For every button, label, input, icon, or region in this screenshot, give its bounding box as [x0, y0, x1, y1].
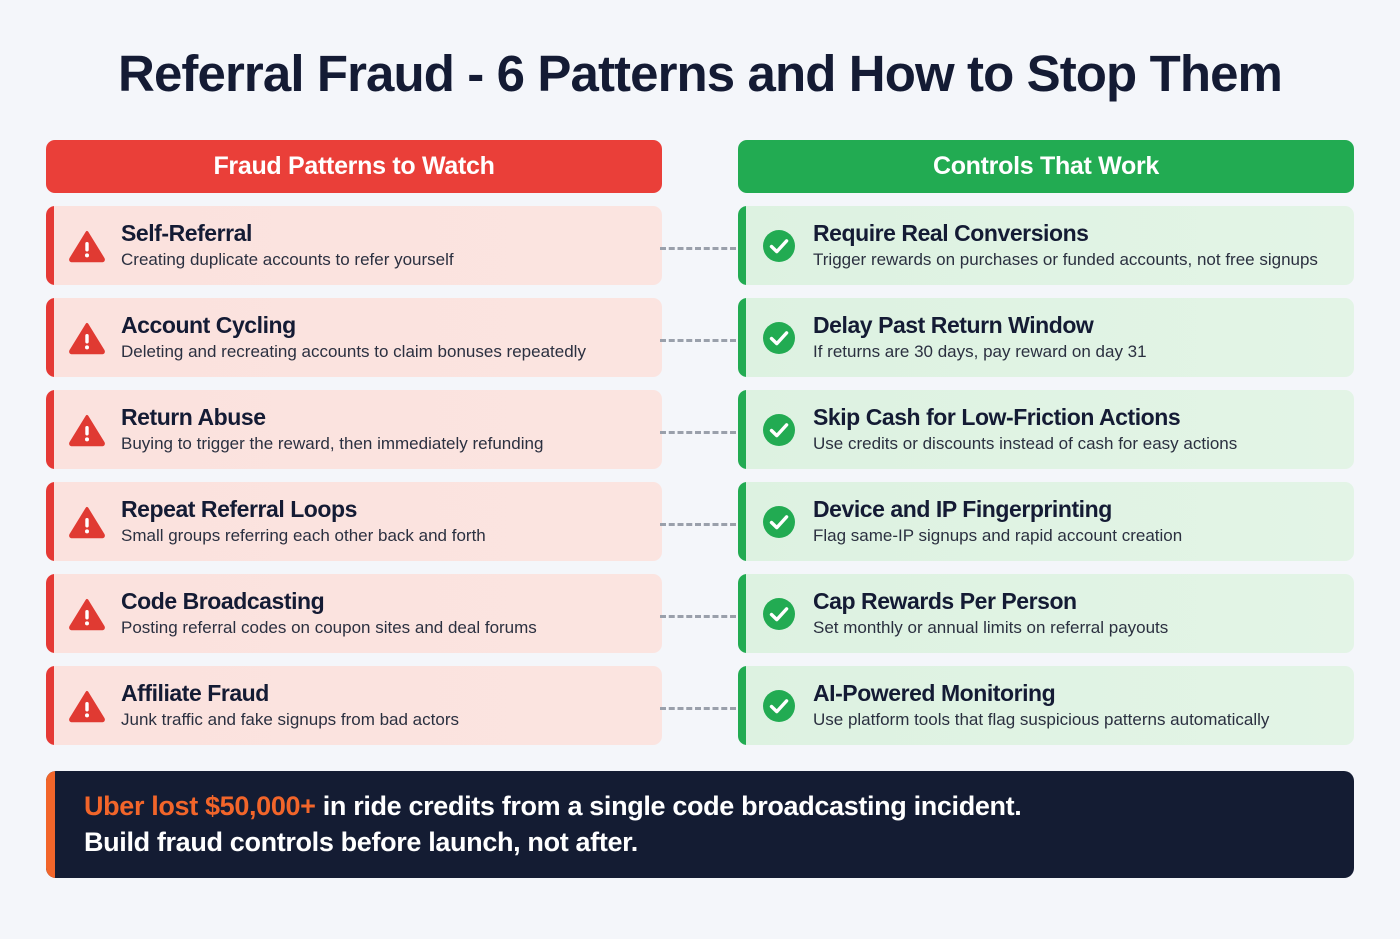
row-text: Delay Past Return Window If returns are … — [813, 312, 1147, 362]
row-description: Deleting and recreating accounts to clai… — [121, 341, 586, 361]
check-circle-icon — [760, 411, 798, 449]
control-row-4[interactable]: Device and IP Fingerprinting Flag same-I… — [738, 482, 1354, 562]
row-title: Skip Cash for Low-Friction Actions — [813, 404, 1181, 431]
row-description: Junk traffic and fake signups from bad a… — [121, 709, 459, 729]
warning-triangle-icon — [68, 411, 106, 449]
row-description: Flag same-IP signups and rapid account c… — [813, 525, 1183, 545]
row-description: Use credits or discounts instead of cash… — [813, 433, 1238, 453]
row-text: AI-Powered Monitoring Use platform tools… — [813, 680, 1269, 730]
row-title: Require Real Conversions — [813, 220, 1089, 247]
control-row-6[interactable]: AI-Powered Monitoring Use platform tools… — [738, 666, 1354, 746]
check-circle-icon — [760, 503, 798, 541]
row-accent-bar — [738, 206, 746, 286]
comparison-columns: Fraud Patterns to Watch Self-Referral Cr… — [46, 140, 1354, 746]
row-accent-bar — [738, 390, 746, 470]
fraud-patterns-column: Fraud Patterns to Watch Self-Referral Cr… — [46, 140, 662, 746]
row-title: Repeat Referral Loops — [121, 496, 357, 523]
warning-triangle-icon — [68, 595, 106, 633]
fraud-pattern-row-5[interactable]: Code Broadcasting Posting referral codes… — [46, 574, 662, 654]
row-text: Repeat Referral Loops Small groups refer… — [121, 496, 486, 546]
row-title: Affiliate Fraud — [121, 680, 269, 707]
row-description: If returns are 30 days, pay reward on da… — [813, 341, 1147, 361]
controls-column: Controls That Work Require Real Conversi… — [738, 140, 1354, 746]
control-row-1[interactable]: Require Real Conversions Trigger rewards… — [738, 206, 1354, 286]
banner-accent-bar — [46, 771, 55, 879]
row-title: Account Cycling — [121, 312, 296, 339]
banner-text: Uber lost $50,000+ in ride credits from … — [84, 789, 1022, 861]
connector-line-5 — [660, 615, 736, 619]
row-title: Device and IP Fingerprinting — [813, 496, 1112, 523]
connector-line-2 — [660, 339, 736, 343]
row-text: Cap Rewards Per Person Set monthly or an… — [813, 588, 1168, 638]
row-description: Set monthly or annual limits on referral… — [813, 617, 1169, 637]
warning-triangle-icon — [68, 227, 106, 265]
row-accent-bar — [46, 390, 54, 470]
connector-line-1 — [660, 247, 736, 251]
fraud-pattern-row-2[interactable]: Account Cycling Deleting and recreating … — [46, 298, 662, 378]
warning-triangle-icon — [68, 687, 106, 725]
row-description: Use platform tools that flag suspicious … — [813, 709, 1270, 729]
row-text: Device and IP Fingerprinting Flag same-I… — [813, 496, 1182, 546]
row-text: Self-Referral Creating duplicate account… — [121, 220, 454, 270]
row-title: Code Broadcasting — [121, 588, 325, 615]
check-circle-icon — [760, 227, 798, 265]
fraud-pattern-row-3[interactable]: Return Abuse Buying to trigger the rewar… — [46, 390, 662, 470]
row-title: AI-Powered Monitoring — [813, 680, 1056, 707]
connector-line-4 — [660, 523, 736, 527]
row-description: Creating duplicate accounts to refer you… — [121, 249, 454, 269]
row-text: Affiliate Fraud Junk traffic and fake si… — [121, 680, 459, 730]
control-row-5[interactable]: Cap Rewards Per Person Set monthly or an… — [738, 574, 1354, 654]
fraud-pattern-row-4[interactable]: Repeat Referral Loops Small groups refer… — [46, 482, 662, 562]
row-accent-bar — [738, 666, 746, 746]
row-title: Delay Past Return Window — [813, 312, 1094, 339]
banner-line-1: Uber lost $50,000+ in ride credits from … — [84, 789, 1022, 825]
row-text: Code Broadcasting Posting referral codes… — [121, 588, 537, 638]
warning-triangle-icon — [68, 503, 106, 541]
fraud-pattern-row-6[interactable]: Affiliate Fraud Junk traffic and fake si… — [46, 666, 662, 746]
row-accent-bar — [46, 206, 54, 286]
row-text: Account Cycling Deleting and recreating … — [121, 312, 586, 362]
row-accent-bar — [738, 574, 746, 654]
check-circle-icon — [760, 319, 798, 357]
callout-banner: Uber lost $50,000+ in ride credits from … — [46, 771, 1354, 879]
controls-rows: Require Real Conversions Trigger rewards… — [738, 206, 1354, 746]
row-description: Posting referral codes on coupon sites a… — [121, 617, 537, 637]
fraud-patterns-rows: Self-Referral Creating duplicate account… — [46, 206, 662, 746]
row-description: Small groups referring each other back a… — [121, 525, 486, 545]
row-description: Buying to trigger the reward, then immed… — [121, 433, 544, 453]
row-title: Return Abuse — [121, 404, 266, 431]
row-title: Cap Rewards Per Person — [813, 588, 1077, 615]
banner-line-2: Build fraud controls before launch, not … — [84, 826, 638, 857]
connector-line-3 — [660, 431, 736, 435]
check-circle-icon — [760, 595, 798, 633]
row-accent-bar — [46, 666, 54, 746]
control-row-3[interactable]: Skip Cash for Low-Friction Actions Use c… — [738, 390, 1354, 470]
row-text: Skip Cash for Low-Friction Actions Use c… — [813, 404, 1237, 454]
page-title: Referral Fraud - 6 Patterns and How to S… — [118, 45, 1283, 102]
fraud-pattern-row-1[interactable]: Self-Referral Creating duplicate account… — [46, 206, 662, 286]
row-accent-bar — [46, 482, 54, 562]
controls-header: Controls That Work — [738, 140, 1354, 194]
warning-triangle-icon — [68, 319, 106, 357]
row-title: Self-Referral — [121, 220, 252, 247]
row-accent-bar — [46, 298, 54, 378]
row-accent-bar — [46, 574, 54, 654]
row-accent-bar — [738, 298, 746, 378]
row-accent-bar — [738, 482, 746, 562]
connector-line-6 — [660, 707, 736, 711]
row-text: Return Abuse Buying to trigger the rewar… — [121, 404, 543, 454]
row-description: Trigger rewards on purchases or funded a… — [813, 249, 1318, 269]
check-circle-icon — [760, 687, 798, 725]
fraud-patterns-header: Fraud Patterns to Watch — [46, 140, 662, 194]
banner-line-1-rest: in ride credits from a single code broad… — [315, 790, 1022, 821]
banner-highlight: Uber lost $50,000+ — [84, 790, 316, 821]
control-row-2[interactable]: Delay Past Return Window If returns are … — [738, 298, 1354, 378]
row-text: Require Real Conversions Trigger rewards… — [813, 220, 1318, 270]
